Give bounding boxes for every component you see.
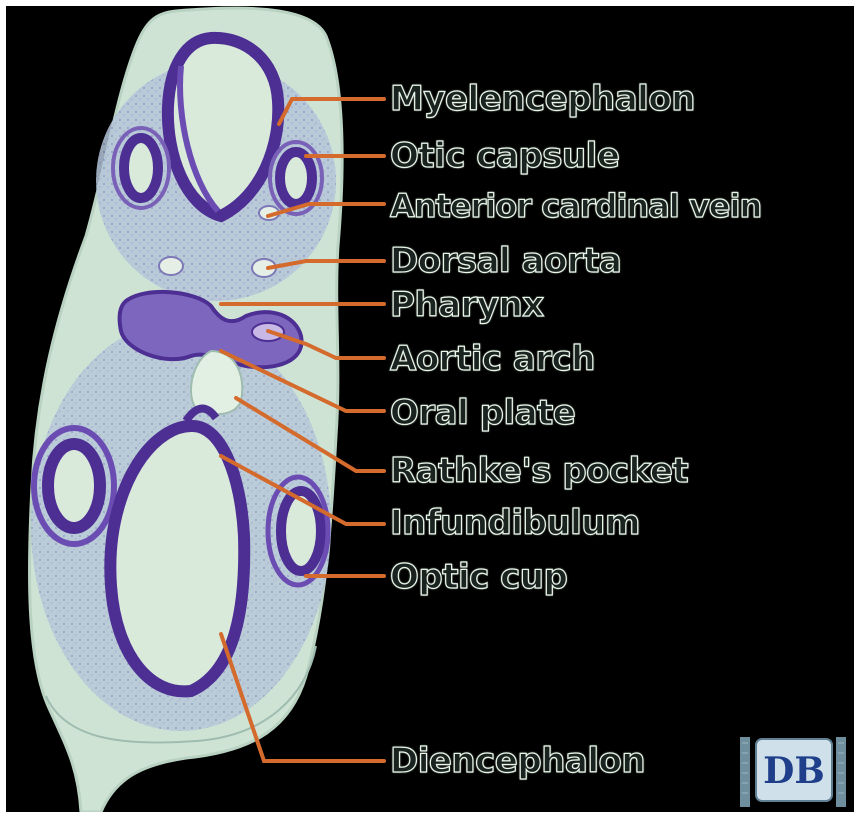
label-infundibulum: Infundibulum	[390, 506, 640, 540]
label-oral-plate: Oral plate	[390, 396, 575, 430]
label-dorsal-aorta: Dorsal aorta	[390, 244, 621, 278]
diagram-canvas: Myelencephalon Otic capsule Anterior car…	[6, 6, 854, 812]
label-rathkes-pocket: Rathke's pocket	[390, 454, 688, 488]
otic-capsule-left	[124, 138, 158, 198]
db-logo-watermark: DB	[734, 733, 852, 810]
label-optic-cup: Optic cup	[390, 560, 567, 594]
optic-cup-right	[281, 491, 321, 571]
label-myelencephalon: Myelencephalon	[390, 82, 695, 116]
watermark-text: DB	[763, 750, 825, 792]
diencephalon-structure	[110, 426, 244, 691]
label-otic-capsule: Otic capsule	[390, 139, 619, 173]
label-diencephalon: Diencephalon	[390, 744, 645, 778]
label-anterior-cardinal-vein: Anterior cardinal vein	[390, 189, 761, 223]
optic-cup-left	[48, 444, 100, 528]
otic-capsule-right	[280, 152, 312, 204]
label-pharynx: Pharynx	[390, 288, 544, 322]
label-aortic-arch: Aortic arch	[390, 342, 595, 376]
